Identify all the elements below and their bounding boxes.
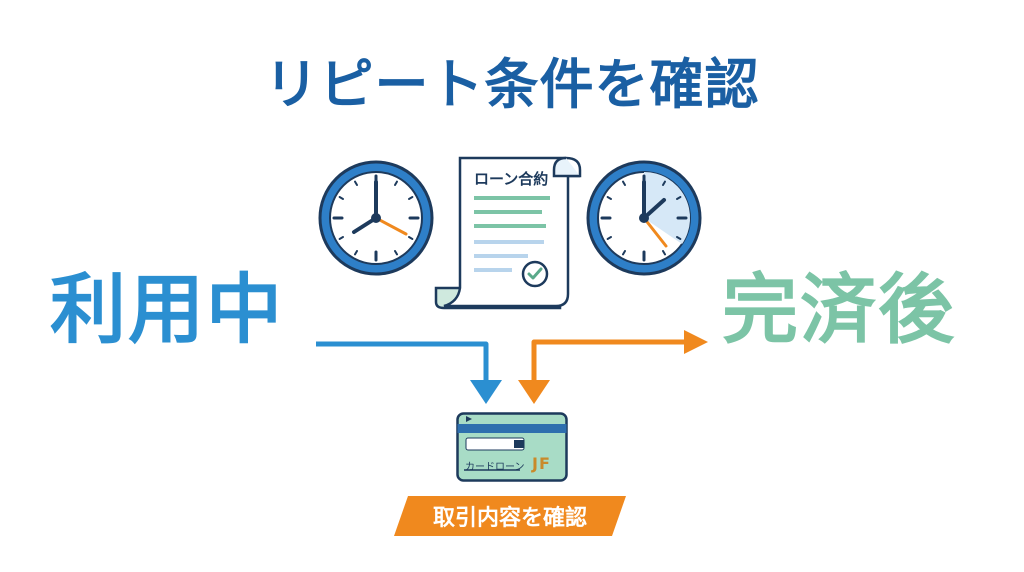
status-paid-off: 完済後 <box>722 265 956 354</box>
clock-right-icon <box>586 160 702 276</box>
checkmark-icon <box>521 260 549 288</box>
confirm-transactions-badge: 取引内容を確認 <box>394 496 626 536</box>
card-logo: JF <box>532 454 551 473</box>
badge-label: 取引内容を確認 <box>432 506 587 531</box>
card-label: カードローン <box>465 462 525 473</box>
credit-card-icon <box>456 412 568 482</box>
document-heading: ローン合約 <box>474 170 549 188</box>
clock-left-icon <box>318 160 434 276</box>
page-title: リピート条件を確認 <box>264 53 760 116</box>
status-in-use: 利用中 <box>50 265 284 354</box>
